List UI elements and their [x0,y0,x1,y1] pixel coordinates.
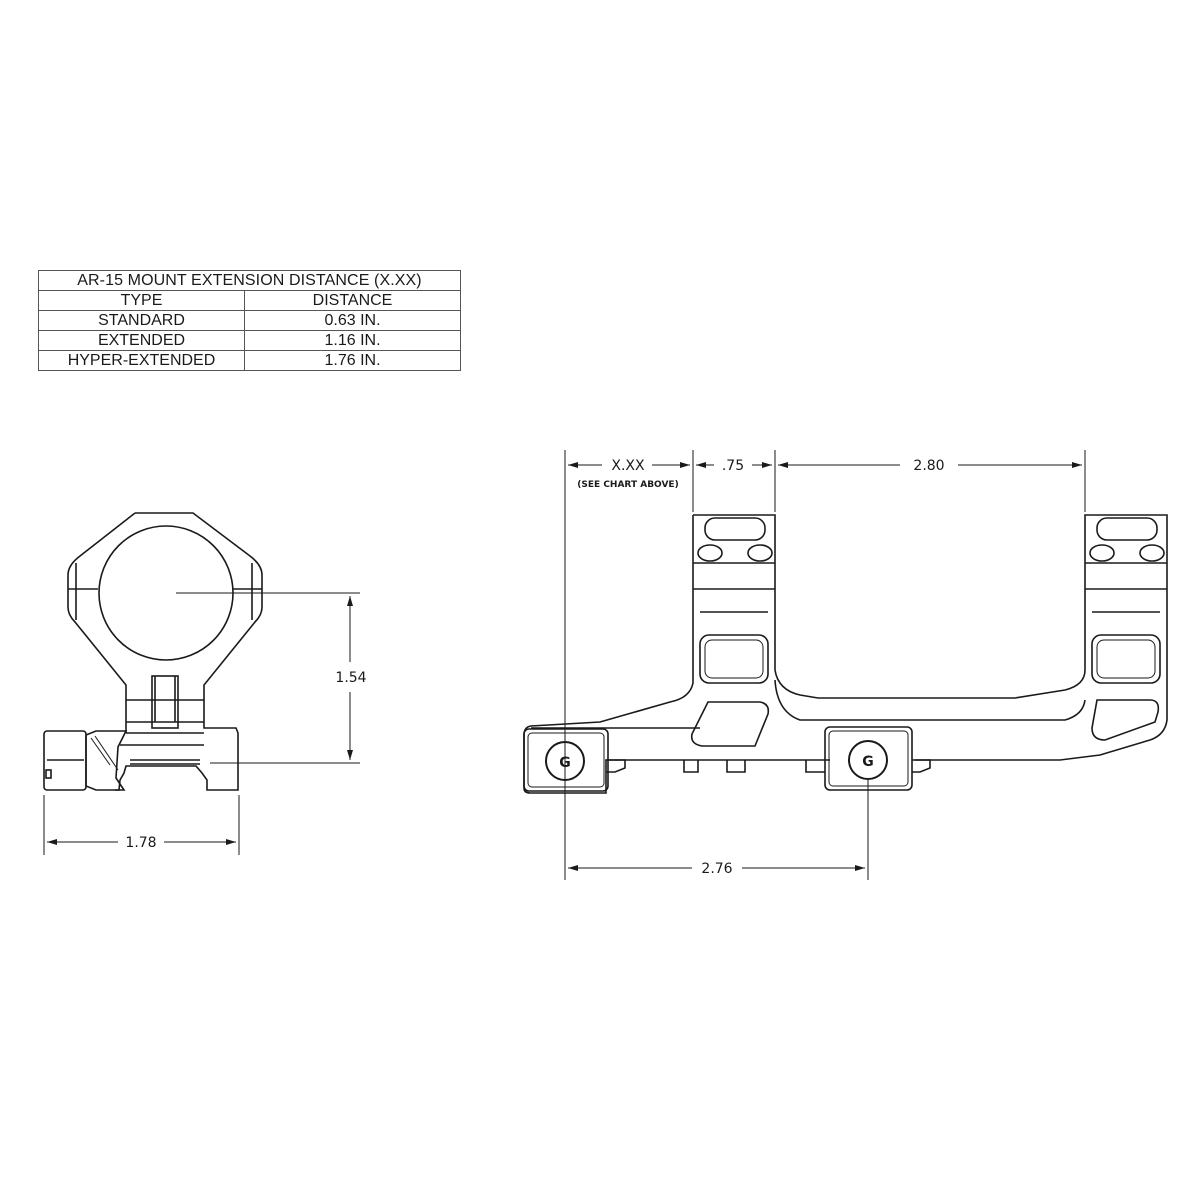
row-distance: 1.76 IN. [244,350,461,371]
rear-clamp-logo: G [848,740,888,780]
width-dimension-label: 1.78 [125,835,156,851]
ring-spacing-dimension-label: 2.80 [913,458,944,474]
row-distance: 0.63 IN. [244,310,461,331]
extension-dimension-note: (SEE CHART ABOVE) [577,480,678,490]
extension-table: AR-15 MOUNT EXTENSION DISTANCE (X.XX) TY… [38,270,461,371]
table-row: HYPER-EXTENDED 1.76 IN. [38,350,461,371]
front-view-drawing [43,512,263,791]
front-view-dimensions [43,592,360,855]
g-logo-icon: G [862,754,874,770]
height-dimension-label: 1.54 [335,670,366,686]
side-view-dimensions [564,450,1086,880]
table-row: STANDARD 0.63 IN. [38,310,461,331]
clamp-spacing-dimension-label: 2.76 [701,861,732,877]
extension-distance-table: AR-15 MOUNT EXTENSION DISTANCE (X.XX) TY… [38,270,461,371]
side-view-drawing [523,514,1168,794]
row-type: HYPER-EXTENDED [38,350,245,371]
extension-dimension-label: X.XX [611,458,645,474]
ring-width-dimension-label: .75 [722,458,744,474]
